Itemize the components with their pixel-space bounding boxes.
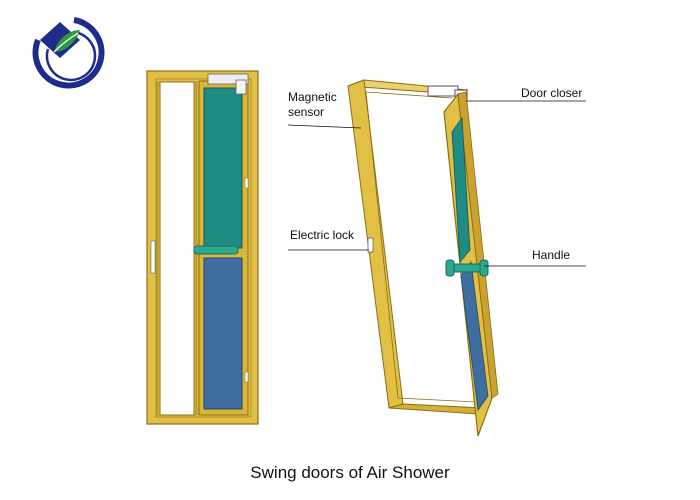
door-closer-label: Door closer: [521, 86, 583, 100]
electric-lock-label: Electric lock: [290, 228, 355, 242]
figure-caption: Swing doors of Air Shower: [250, 463, 450, 482]
swing-door-perspective-view: [347, 79, 499, 437]
company-logo-icon: [32, 17, 105, 89]
swing-door-front-view: [146, 70, 259, 425]
handle-label: Handle: [532, 248, 571, 262]
magnetic-sensor-label: Magnetic sensor: [288, 90, 337, 119]
magnetic-sensor-leader: [287, 124, 362, 129]
leader-lines: [287, 100, 586, 267]
